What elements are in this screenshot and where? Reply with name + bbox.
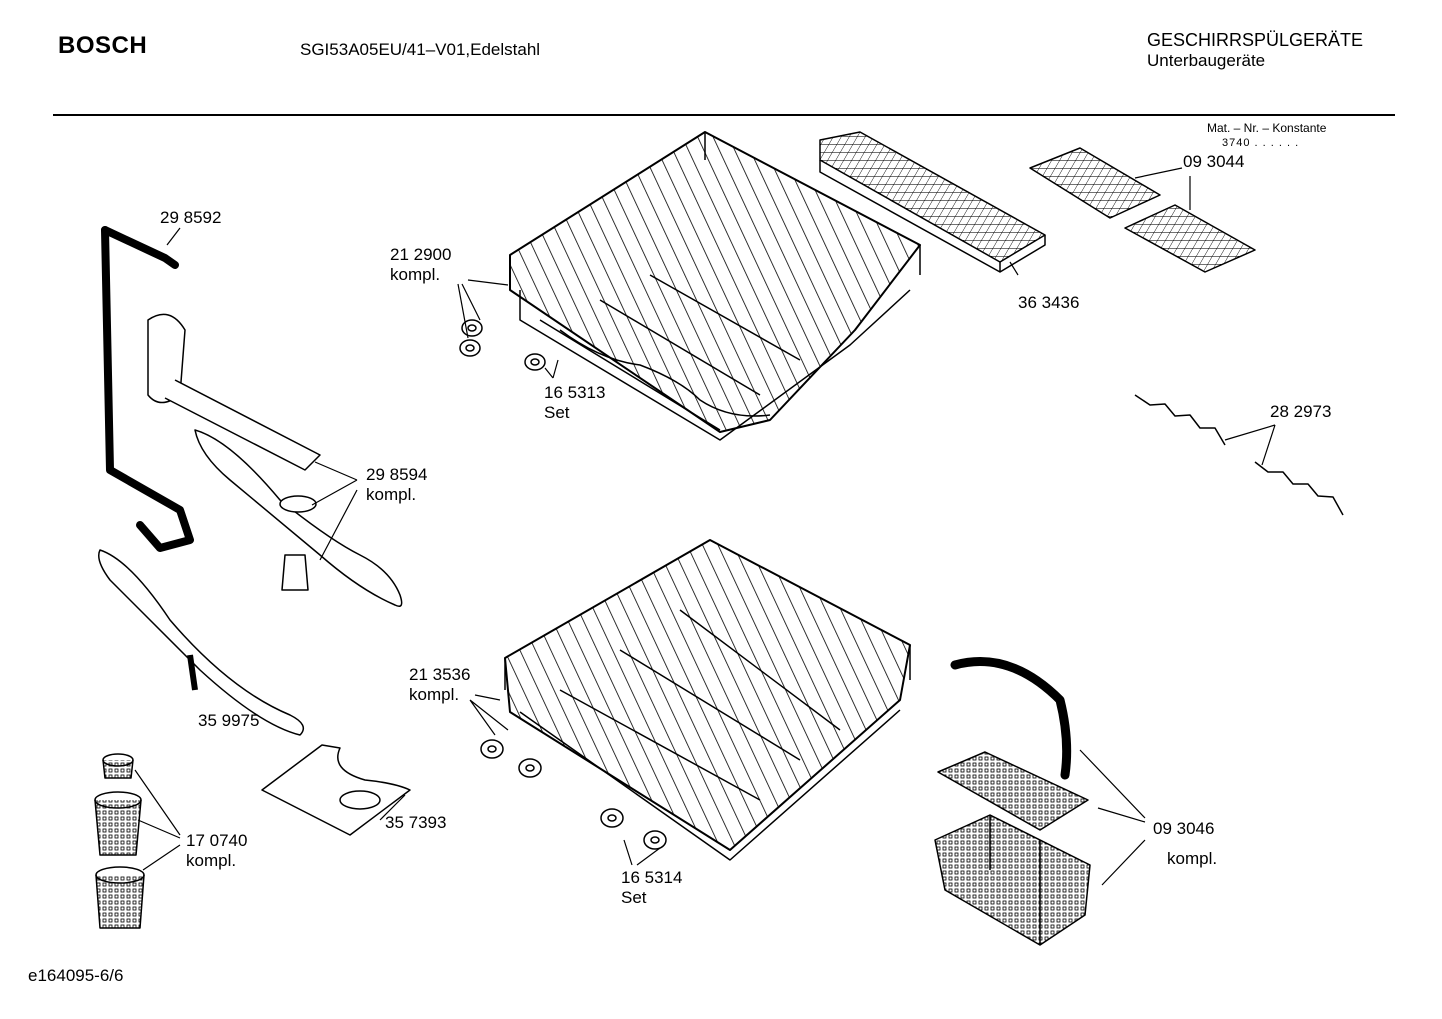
- part-number: 28 2973: [1270, 402, 1332, 421]
- brand-logo: BOSCH: [58, 32, 148, 59]
- cutlery-basket-drawing: [934, 657, 1091, 946]
- upper-basket-wheels-drawing: [459, 319, 546, 371]
- lower-spray-arm-drawing: [98, 549, 305, 736]
- part-label-363436: 36 3436: [1018, 293, 1079, 313]
- upper-basket-drawing: [509, 131, 921, 441]
- spray-pipe-drawing: [101, 226, 403, 607]
- part-label-359975: 35 9975: [198, 711, 259, 731]
- part-note: kompl.: [186, 851, 237, 870]
- part-label-282973: 28 2973: [1270, 402, 1331, 422]
- cutlery-tray-drawing: [819, 131, 1046, 273]
- part-number: 35 7393: [385, 813, 447, 832]
- part-label-212900: 21 2900 kompl.: [390, 245, 451, 285]
- part-label-093046: 09 3046 kompl.: [1153, 814, 1217, 874]
- lower-basket-drawing: [504, 539, 911, 861]
- header-divider: [53, 114, 1395, 116]
- appliance-subcategory: Unterbaugeräte: [1147, 51, 1266, 70]
- part-number: 29 8594: [366, 465, 428, 484]
- part-note: kompl.: [1167, 849, 1218, 868]
- part-label-165313: 16 5313 Set: [544, 383, 605, 423]
- part-note: kompl.: [366, 485, 417, 504]
- model-number: SGI53A05EU/41–V01,Edelstahl: [300, 40, 541, 59]
- appliance-category: GESCHIRRSPÜLGERÄTE: [1147, 30, 1364, 50]
- rail-pair-drawing: [1134, 394, 1344, 516]
- leader-lines: [134, 167, 1276, 886]
- part-number: 17 0740: [186, 831, 248, 850]
- part-number: 29 8592: [160, 208, 222, 227]
- part-label-170740: 17 0740 kompl.: [186, 831, 247, 871]
- part-number: 09 3044: [1183, 152, 1245, 171]
- part-label-165314: 16 5314 Set: [621, 868, 682, 908]
- lower-basket-wheels-drawing: [480, 739, 667, 850]
- part-note: Set: [544, 403, 570, 422]
- part-number: 16 5314: [621, 868, 683, 887]
- part-note: kompl.: [409, 685, 460, 704]
- part-number: 21 3536: [409, 665, 471, 684]
- part-label-093044: 09 3044: [1183, 152, 1244, 172]
- part-label-298594: 29 8594 kompl.: [366, 465, 427, 505]
- drawing-code: e164095-6/6: [28, 966, 124, 985]
- part-label-357393: 35 7393: [385, 813, 446, 833]
- small-grid-pair-drawing: [1029, 147, 1256, 273]
- part-number: 09 3046: [1153, 819, 1215, 838]
- material-number-label: Mat. – Nr. – Konstante: [1207, 121, 1327, 135]
- part-number: 36 3436: [1018, 293, 1080, 312]
- part-note: kompl.: [390, 265, 441, 284]
- part-note: Set: [621, 888, 647, 907]
- part-label-213536: 21 3536 kompl.: [409, 665, 470, 705]
- part-number: 16 5313: [544, 383, 606, 402]
- part-number: 21 2900: [390, 245, 452, 264]
- flat-filter-drawing: [261, 744, 411, 836]
- part-number: 35 9975: [198, 711, 260, 730]
- material-number-value: 3740 . . . . . .: [1222, 137, 1300, 149]
- part-label-298592: 29 8592: [160, 208, 221, 228]
- filter-set-drawing: [94, 753, 145, 929]
